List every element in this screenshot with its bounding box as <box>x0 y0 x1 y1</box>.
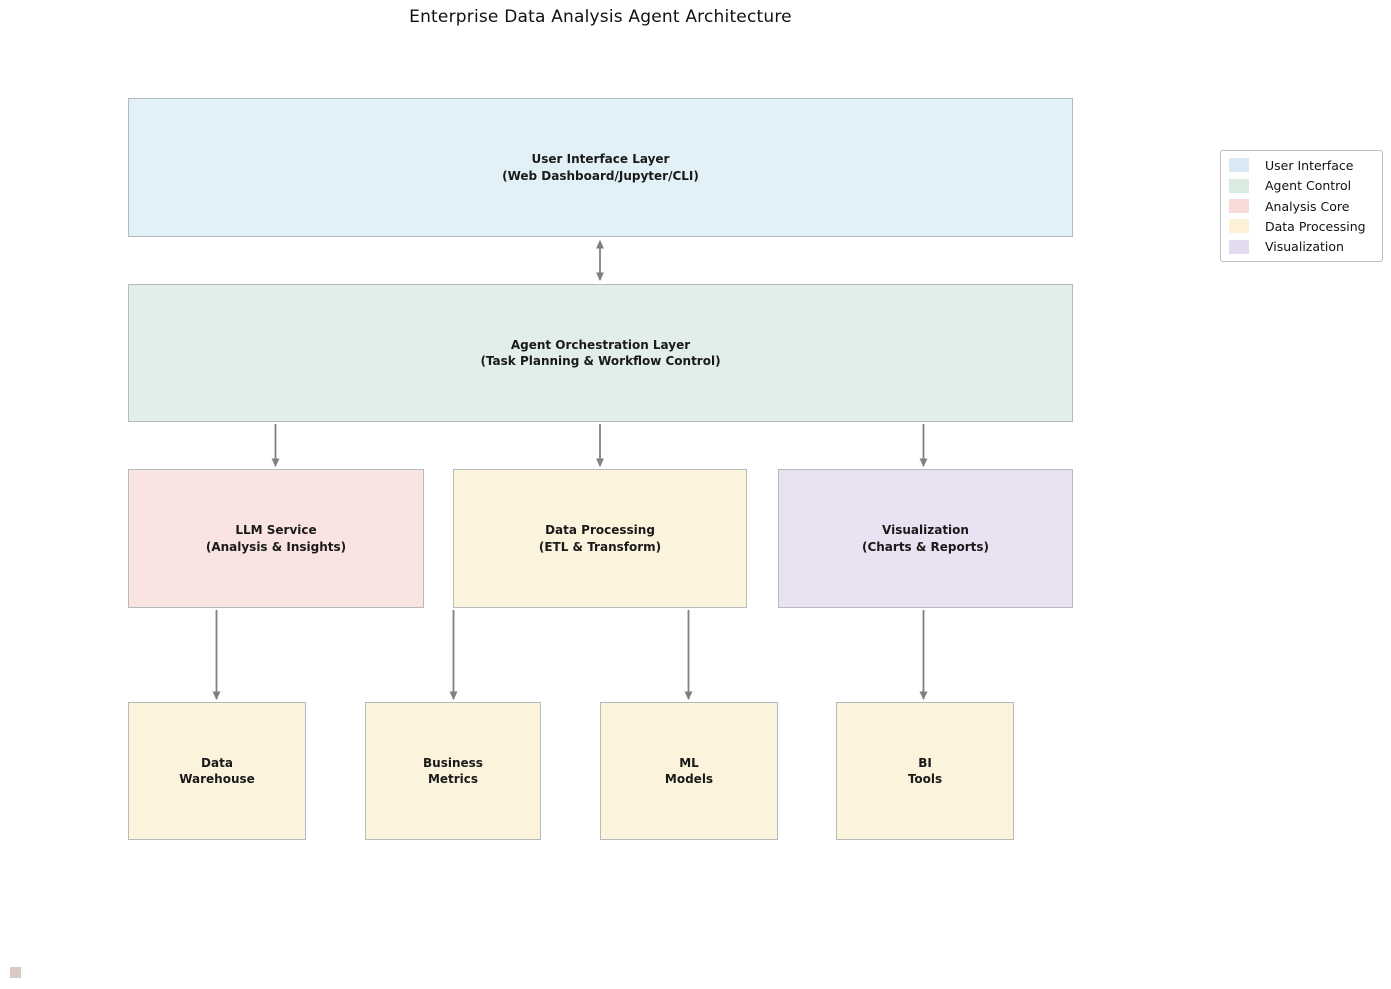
node-label: Data Processing <box>545 523 655 537</box>
legend-swatch-agent-control <box>1229 178 1249 193</box>
legend-label: Data Processing <box>1265 218 1366 234</box>
node-label: Business <box>423 755 483 770</box>
node-sublabel: (Analysis & Insights) <box>205 539 347 554</box>
node-user-interface-layer: User Interface Layer (Web Dashboard/Jupy… <box>128 98 1073 237</box>
node-label: LLM Service <box>235 523 317 537</box>
node-label: Agent Orchestration Layer <box>510 337 691 352</box>
node-sublabel: (Task Planning & Workflow Control) <box>480 354 721 368</box>
node-sublabel: (ETL & Transform) <box>538 539 662 554</box>
node-sublabel: Metrics <box>427 772 479 786</box>
legend-item-visualization: Visualization <box>1229 237 1376 257</box>
node-agent-orchestration-layer: Agent Orchestration Layer (Task Planning… <box>128 284 1073 422</box>
node-label: User Interface Layer <box>531 152 670 166</box>
legend-label: Agent Control <box>1265 178 1352 194</box>
node-sublabel: (Charts & Reports) <box>861 539 990 554</box>
node-sublabel: Models <box>664 772 714 786</box>
legend-swatch-visualization <box>1229 239 1249 254</box>
node-label: ML <box>679 755 699 770</box>
page-title: Enterprise Data Analysis Agent Architect… <box>409 7 792 27</box>
legend-item-analysis-core: Analysis Core <box>1229 196 1376 216</box>
legend-label: User Interface <box>1265 157 1354 173</box>
node-visualization: Visualization (Charts & Reports) <box>778 469 1073 608</box>
node-sublabel: (Web Dashboard/Jupyter/CLI) <box>502 168 699 183</box>
node-data-processing: Data Processing (ETL & Transform) <box>453 469 747 608</box>
legend-label: Analysis Core <box>1265 198 1350 214</box>
legend-item-agent-control: Agent Control <box>1229 175 1376 195</box>
legend-swatch-user-interface <box>1229 158 1249 173</box>
legend-swatch-data-processing <box>1229 219 1249 234</box>
legend-item-user-interface: User Interface <box>1229 155 1376 175</box>
node-bi-tools: BI Tools <box>836 702 1014 840</box>
stray-color-swatch <box>10 967 21 978</box>
node-label: Visualization <box>882 523 969 537</box>
node-data-warehouse: Data Warehouse <box>128 702 306 840</box>
node-llm-service: LLM Service (Analysis & Insights) <box>128 469 424 608</box>
node-label: Data <box>201 755 233 770</box>
legend-label: Visualization <box>1265 239 1344 255</box>
node-label: BI <box>918 755 932 770</box>
node-ml-models: ML Models <box>600 702 778 840</box>
node-sublabel: Tools <box>907 772 943 786</box>
node-business-metrics: Business Metrics <box>365 702 541 840</box>
legend-item-data-processing: Data Processing <box>1229 216 1376 236</box>
node-sublabel: Warehouse <box>179 772 255 786</box>
legend: User Interface Agent Control Analysis Co… <box>1220 150 1383 262</box>
legend-swatch-analysis-core <box>1229 199 1249 213</box>
